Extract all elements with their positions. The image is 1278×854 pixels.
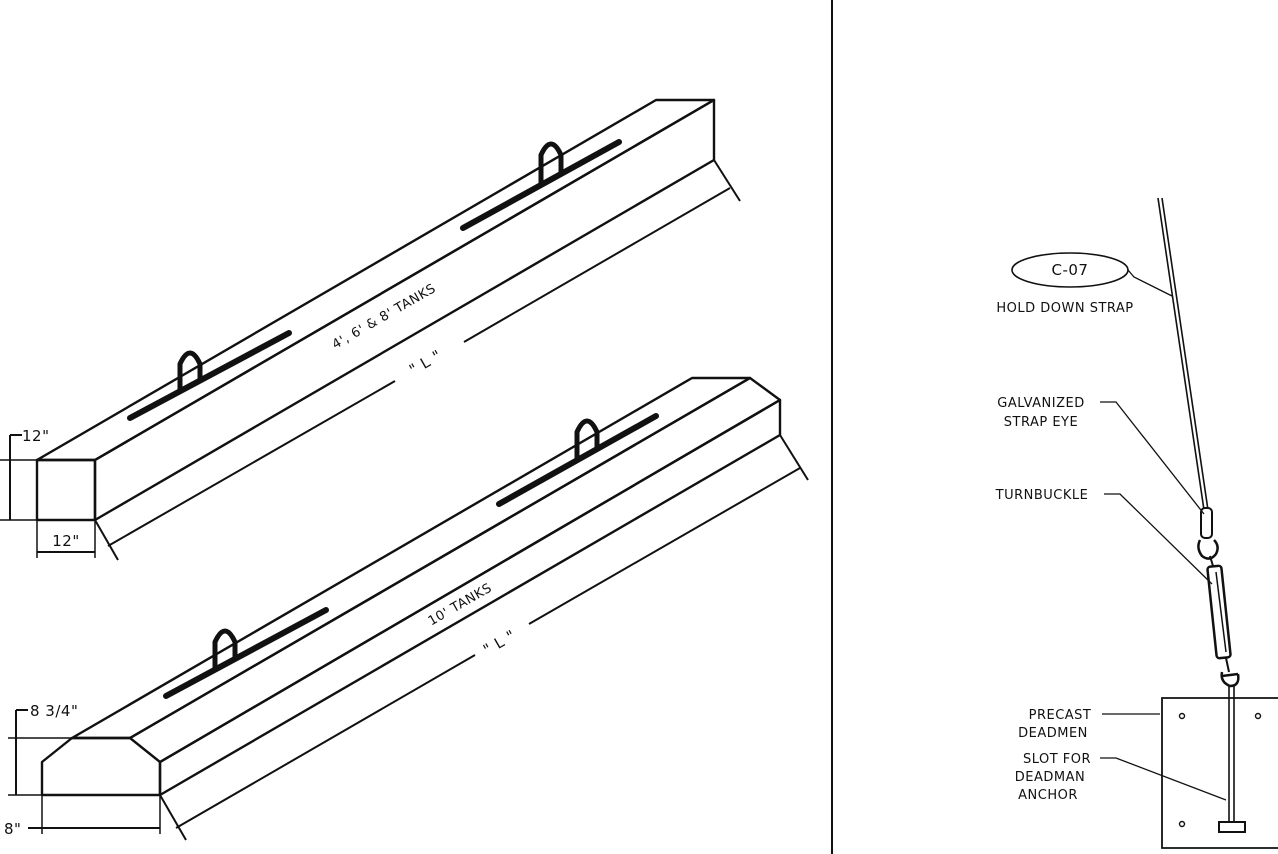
beam-bottom-chamfer-face: [128, 376, 782, 764]
beam-top-height-dim: 12": [22, 427, 50, 445]
deadmen-label-2: DEADMEN: [1018, 726, 1088, 741]
hold-down-strap-leader: [1127, 269, 1173, 297]
beam-bottom-dim-line-b: [528, 467, 801, 625]
strap-line-a: [1157, 197, 1205, 511]
beam-bottom-dim-ext-2: [779, 434, 809, 481]
beam-bottom-top-face: [70, 376, 752, 740]
strap-eye: [1200, 507, 1213, 539]
precast-deadmen-block: [1161, 697, 1278, 849]
slot-leader: [1100, 757, 1227, 801]
slot-label-3: ANCHOR: [1018, 788, 1078, 803]
beam-bottom: [40, 376, 782, 797]
deadmen-hole-3: [1254, 712, 1262, 720]
turnbuckle-clevis: [1220, 671, 1240, 688]
deadmen-label-1: PRECAST: [1029, 708, 1092, 723]
strap-eye-label-2: STRAP EYE: [1004, 415, 1078, 430]
hold-down-strap-label: HOLD DOWN STRAP: [996, 301, 1133, 316]
beam-top-slot-2: [460, 139, 622, 231]
beam-top-dim-ext-1: [94, 519, 119, 561]
beam-bottom-loop-1: [212, 628, 238, 670]
beam-bottom-width-dim: 8": [4, 820, 21, 838]
beam-bottom-height-dim: 8 3/4": [30, 702, 78, 720]
beam-top-end-face: [35, 458, 97, 522]
beam-top-loop-1: [177, 350, 203, 392]
beam-top-width-dim: 12": [52, 532, 80, 550]
deadmen-hole-2: [1178, 820, 1186, 828]
beam-top-top-face: [35, 98, 716, 462]
strap-eye-label-1: GALVANIZED: [997, 396, 1084, 411]
turnbuckle-leader: [1104, 493, 1213, 585]
strap-eye-hook: [1197, 539, 1219, 560]
callout-label: C-07: [1052, 261, 1089, 279]
beam-bottom-length-label: " L ": [480, 626, 519, 659]
beam-top-dim-line-b: [463, 187, 731, 343]
beam-bottom-loop-2: [574, 418, 600, 460]
beam-top-dim-line-a: [107, 380, 396, 547]
turnbuckle-body: [1206, 564, 1232, 660]
beam-bottom-slot-1: [163, 607, 329, 699]
beam-top-dim-ext-2: [713, 159, 741, 202]
turnbuckle-label: TURNBUCKLE: [995, 488, 1089, 503]
strap-line-b: [1161, 197, 1209, 511]
turnbuckle-center-line: [1215, 571, 1227, 653]
beam-bottom-dim-line-a: [175, 654, 476, 829]
turnbuckle-rod-top: [1209, 555, 1214, 567]
beam-bottom-dim-ext-1: [159, 794, 187, 841]
beam-top-loop-2: [538, 141, 564, 183]
strap-eye-leader: [1100, 401, 1205, 515]
anchor-plate: [1218, 821, 1246, 833]
beam-top-length-label: " L ": [406, 346, 445, 379]
slot-label-2: DEADMAN: [1015, 770, 1085, 785]
deadmen-hole-1: [1178, 712, 1186, 720]
beam-top-slot-1: [127, 330, 292, 421]
turnbuckle-rod-bottom: [1225, 657, 1230, 673]
slot-label-1: SLOT FOR: [1023, 752, 1091, 767]
